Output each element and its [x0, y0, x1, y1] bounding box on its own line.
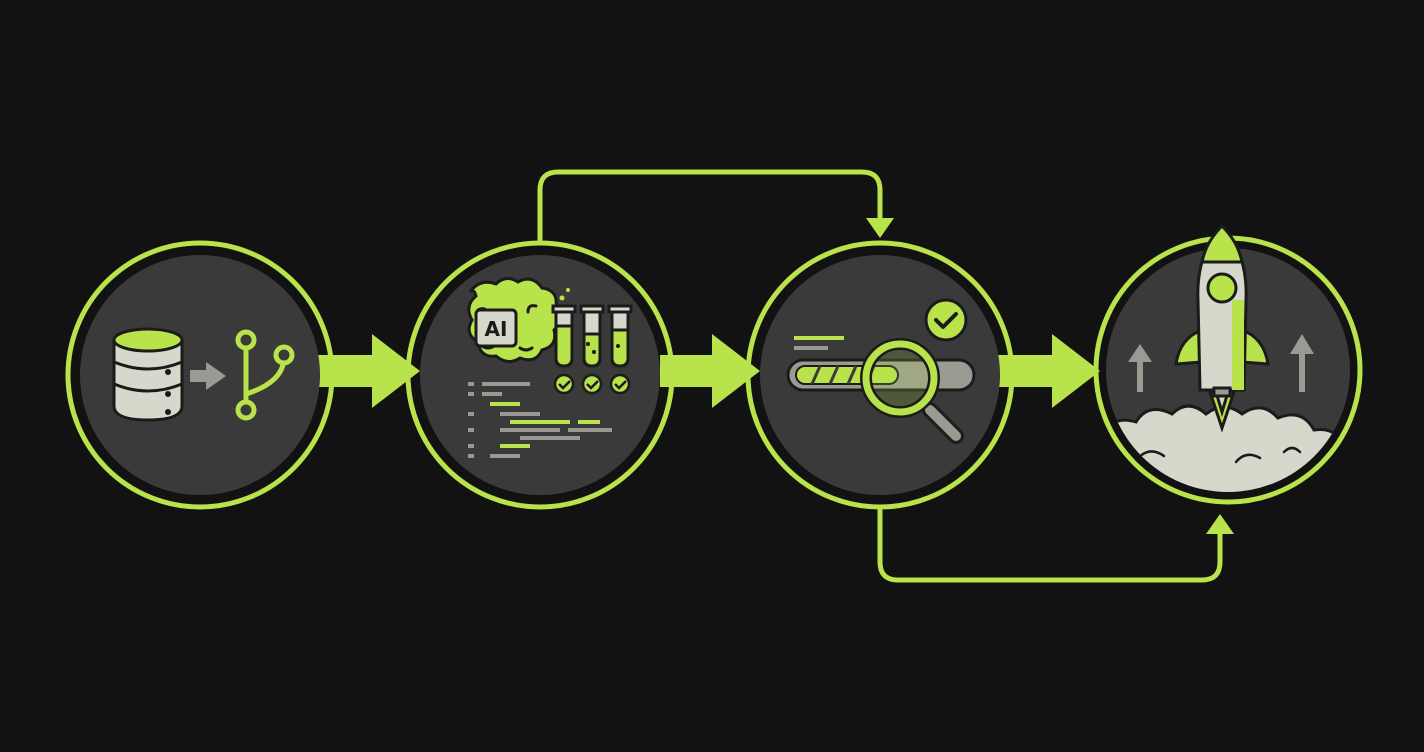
stage-ring	[745, 240, 1015, 510]
status-lines-icon	[794, 336, 844, 350]
stage-deployment	[1093, 223, 1363, 505]
git-branch-icon	[235, 329, 295, 421]
rocket-icon	[1174, 223, 1270, 433]
stage-data-versioning	[65, 240, 335, 510]
check-circles-icon	[553, 373, 631, 395]
loop-connector-bottom	[877, 507, 1234, 583]
database-icon	[112, 327, 184, 422]
up-arrow-icon	[1128, 344, 1152, 392]
test-tubes-icon	[551, 288, 633, 368]
loop-bottom-arrowhead	[1206, 514, 1234, 534]
stage-ring	[65, 240, 335, 510]
code-lines-icon	[468, 382, 612, 458]
stage-ring	[405, 240, 675, 510]
arrow-right-icon	[190, 362, 226, 390]
stage-validation	[745, 240, 1015, 510]
arrow-2	[660, 334, 760, 408]
ai-badge-text: AI	[485, 317, 508, 341]
magnifier-icon	[860, 338, 964, 444]
up-arrow-icon-right	[1290, 334, 1314, 392]
loop-connector-top	[537, 169, 894, 243]
stage-model-training: AI	[405, 240, 675, 510]
loop-top-arrowhead	[866, 218, 894, 238]
brain-icon: AI	[467, 277, 562, 363]
check-badge-icon	[924, 298, 968, 342]
arrow-1	[318, 334, 420, 408]
arrow-3	[998, 334, 1100, 408]
